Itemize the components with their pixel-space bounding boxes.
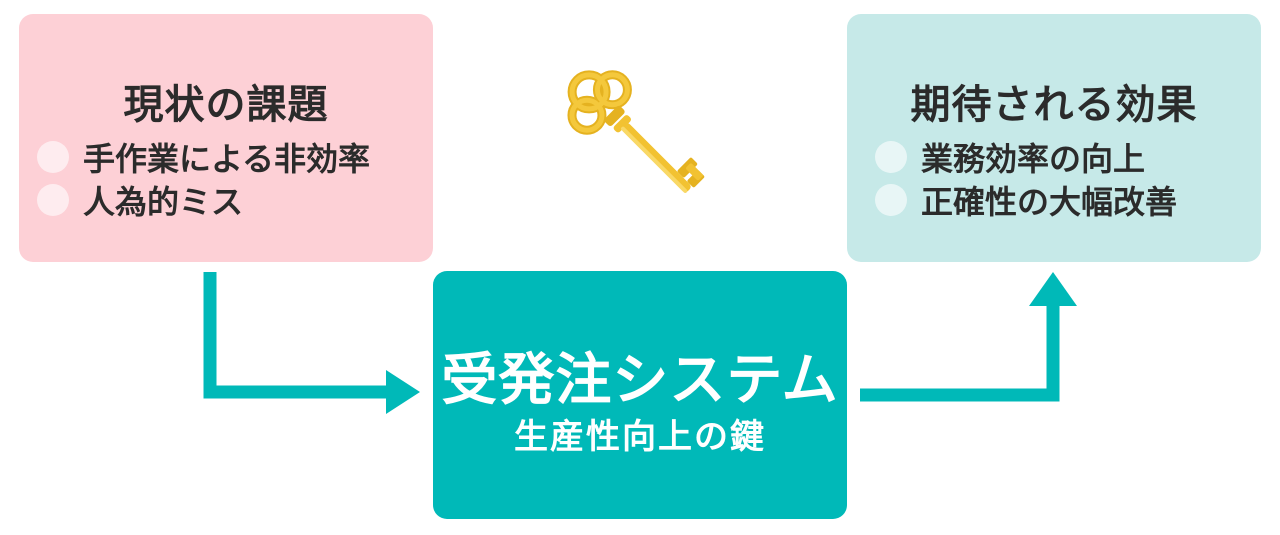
list-item-label: 人為的ミス — [83, 183, 244, 221]
system-subtitle: 生産性向上の鍵 — [514, 417, 766, 457]
list-item: 人為的ミス — [37, 177, 243, 223]
list-item: 手作業による非効率 — [37, 134, 370, 180]
bullet-icon — [37, 141, 69, 173]
bullet-icon — [37, 184, 69, 216]
bullet-icon — [875, 141, 907, 173]
expected-effects-title: 期待される効果 — [910, 82, 1198, 128]
list-item-label: 業務効率の向上 — [921, 140, 1146, 178]
arrow-left-to-center — [203, 272, 420, 414]
ordering-system-box: 受発注システム 生産性向上の鍵 — [433, 271, 847, 519]
current-issues-title: 現状の課題 — [123, 82, 329, 128]
arrow-center-to-right — [860, 272, 1077, 402]
system-title: 受発注システム — [441, 348, 839, 413]
key-icon — [567, 70, 705, 193]
current-issues-box: 現状の課題 手作業による非効率 人為的ミス — [19, 14, 433, 262]
list-item: 正確性の大幅改善 — [875, 177, 1177, 223]
list-item-label: 手作業による非効率 — [83, 140, 371, 178]
list-item: 業務効率の向上 — [875, 134, 1145, 180]
list-item-label: 正確性の大幅改善 — [921, 183, 1178, 221]
expected-effects-box: 期待される効果 業務効率の向上 正確性の大幅改善 — [847, 14, 1261, 262]
bullet-icon — [875, 184, 907, 216]
